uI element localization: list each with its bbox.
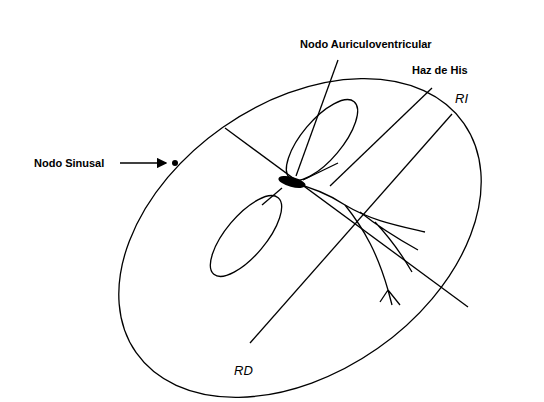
leader-line [330, 88, 432, 186]
part-label: Haz de His [412, 64, 468, 76]
purkinje-fibres [360, 212, 418, 272]
heart-outline [59, 13, 542, 402]
axis-line [225, 128, 468, 307]
septum-line [250, 114, 452, 343]
ring-edge [303, 163, 338, 180]
sinus-node-dot [172, 160, 178, 166]
av-node [277, 174, 307, 191]
ring-edge [262, 188, 282, 205]
valve-ring [199, 185, 294, 287]
leader-line [296, 60, 338, 176]
part-label: Nodo Auriculoventricular [300, 38, 432, 50]
branch-label: RD [234, 364, 253, 378]
arrow-line [120, 162, 166, 163]
right-branch [345, 205, 400, 305]
branch-label: RI [455, 92, 468, 106]
part-label: Nodo Sinusal [34, 157, 104, 169]
